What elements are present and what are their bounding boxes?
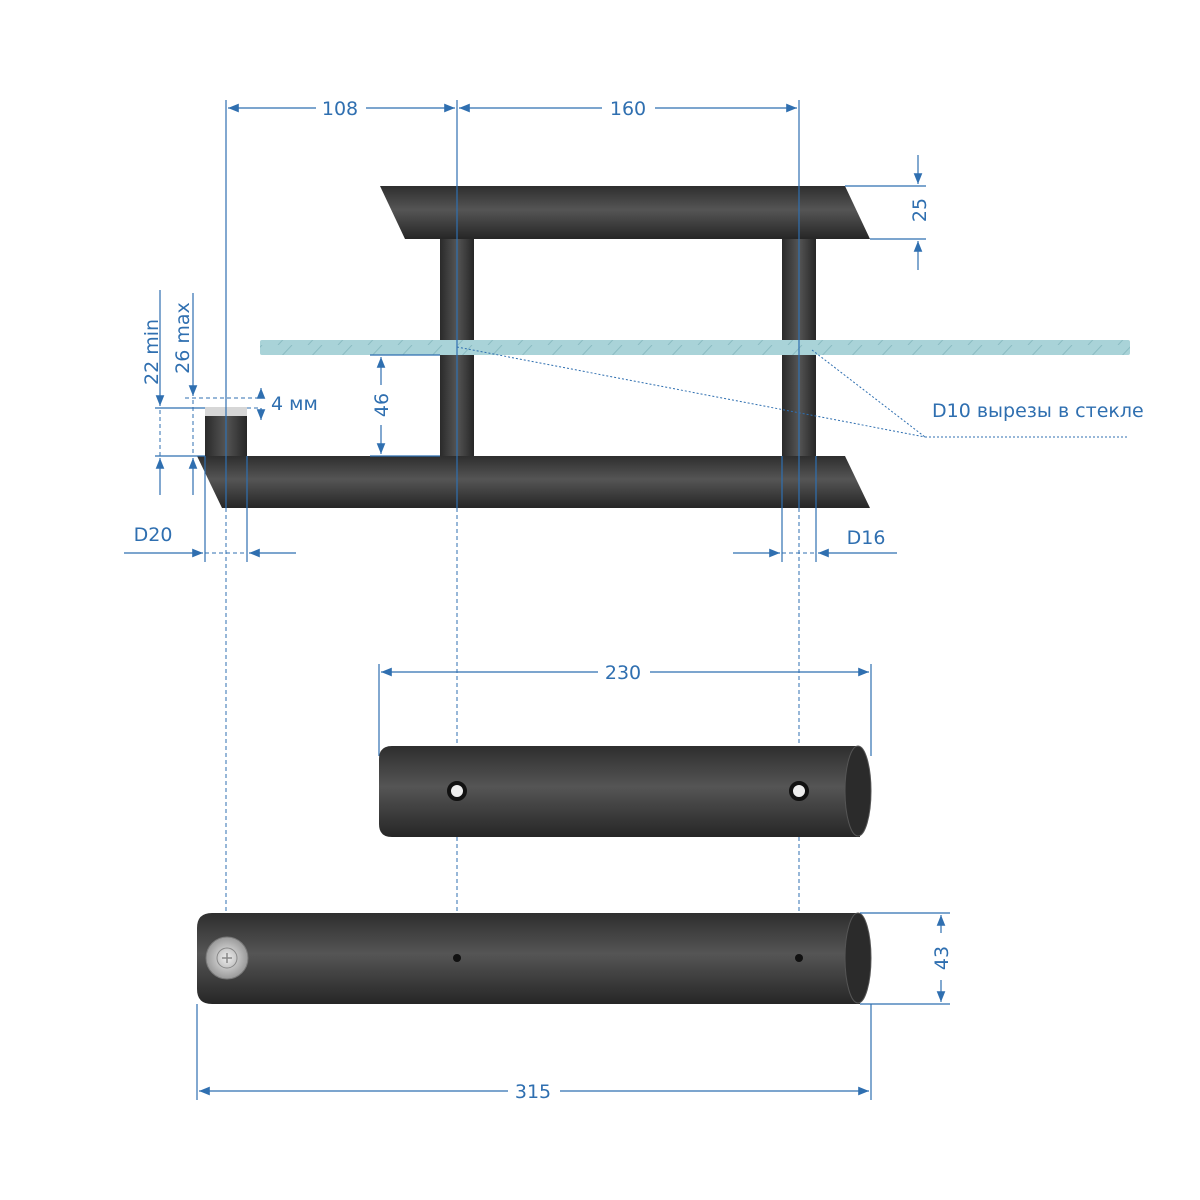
top-bar xyxy=(380,186,870,239)
dim-315: 315 xyxy=(515,1081,551,1103)
dim-22-min: 22 min xyxy=(141,319,163,385)
screw-head xyxy=(216,947,238,969)
dim-d16: D16 xyxy=(847,527,886,549)
hole-right xyxy=(789,781,809,801)
dim-46: 46 xyxy=(371,393,393,417)
glass-cutout-note: D10 вырезы в стекле xyxy=(932,400,1144,422)
dim-43: 43 xyxy=(931,946,953,970)
dim-160: 160 xyxy=(610,98,646,120)
upper-tube xyxy=(379,746,860,837)
dim-230: 230 xyxy=(605,662,641,684)
mount-hole-left xyxy=(453,954,461,962)
mount-hole-right xyxy=(795,954,803,962)
glass-hatch xyxy=(260,340,1130,355)
dim-4mm: 4 мм xyxy=(271,393,318,415)
dim-d20: D20 xyxy=(134,524,173,546)
lower-tube xyxy=(197,913,860,1004)
upper-tube-end xyxy=(844,745,872,837)
dim-26-max: 26 max xyxy=(172,302,194,374)
lower-tube-end xyxy=(844,912,872,1004)
hole-left xyxy=(447,781,467,801)
dim-108: 108 xyxy=(322,98,358,120)
dim-25: 25 xyxy=(909,198,931,222)
bottom-bar xyxy=(197,456,870,508)
screw-cross xyxy=(222,953,232,963)
